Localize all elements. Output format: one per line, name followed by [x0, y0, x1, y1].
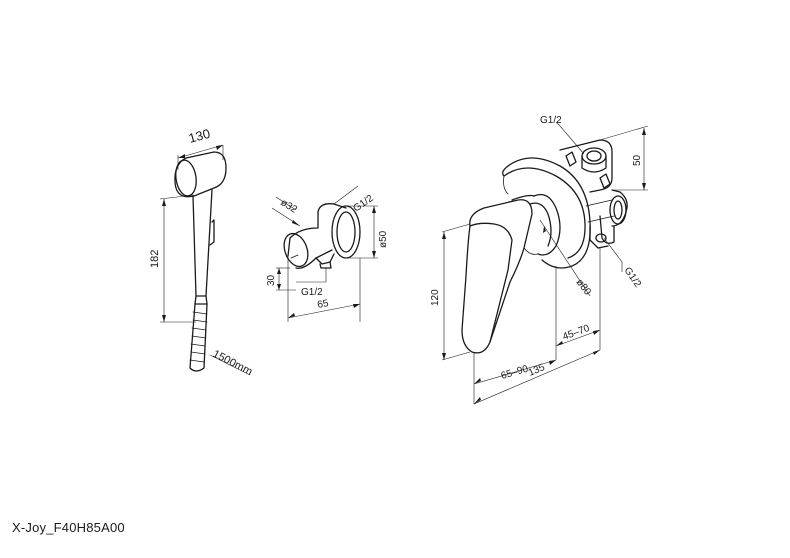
holder-bottom-thread-label: G1/2	[301, 287, 323, 298]
holder-diameter-label: ø32	[278, 197, 299, 216]
model-code: X-Joy_F40H85A00	[12, 520, 125, 535]
mixer-projection-label: 65–90	[500, 364, 530, 382]
shower-dimensions: 130 182 1500mm	[149, 126, 254, 378]
holder-depth-label: 65	[316, 298, 329, 311]
holder-thread-label: G1/2	[351, 193, 375, 215]
hose-length-label: 1500mm	[211, 348, 255, 378]
mixer-lever	[461, 193, 561, 354]
holder-offset-label: 30	[266, 274, 277, 286]
holder-dimensions: ø32 G1/2 ø50 30 G1/2 65	[266, 185, 389, 322]
mixer-box	[559, 139, 628, 249]
mixer-plate	[502, 157, 591, 269]
mixer-install-depth-label: 45–70	[561, 323, 591, 343]
mixer-top-thread-label: G1/2	[540, 115, 562, 126]
holder-outlet-diameter-label: ø50	[378, 230, 389, 248]
mixer-height-label: 120	[430, 289, 441, 306]
shower-height-label: 182	[149, 250, 161, 268]
mixer-side-thread-label: G1/2	[622, 265, 644, 289]
mixer-body-height-label: 50	[632, 154, 643, 166]
shower-width-label: 130	[187, 126, 212, 146]
mixer-plate-diameter-label: ø80	[574, 277, 594, 298]
mixer-total-depth-label: 135	[527, 362, 547, 379]
hand-shower	[174, 151, 227, 372]
